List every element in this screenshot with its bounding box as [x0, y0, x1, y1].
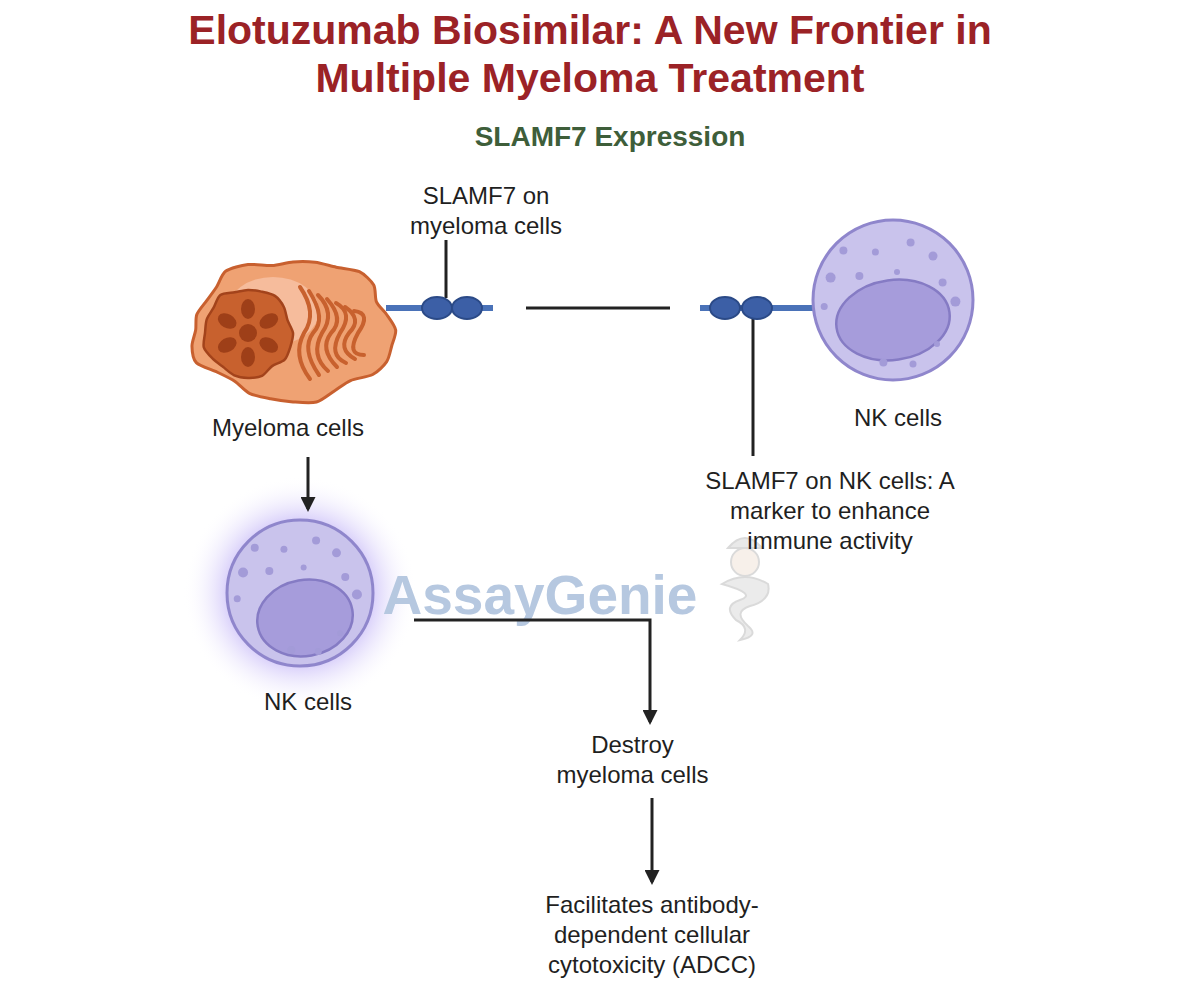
endoplasmic-reticulum: [299, 287, 310, 379]
granule: [950, 297, 960, 307]
granule: [337, 630, 343, 636]
node-label: Facilitates antibody-dependent cellular …: [532, 890, 772, 980]
callout-label: SLAMF7 on NK cells: A marker to enhance …: [695, 466, 965, 556]
process-step: Facilitates antibody-dependent cellular …: [532, 890, 772, 980]
cell-node: NK cells: [222, 515, 392, 719]
granule: [265, 567, 273, 575]
granule: [879, 358, 887, 366]
section-heading: SLAMF7 Expression: [300, 118, 920, 156]
watermark: AssayGenie: [370, 562, 710, 628]
node-label: NK cells: [228, 687, 388, 717]
granule: [251, 544, 259, 552]
granule: [939, 278, 947, 286]
leader-line: [445, 240, 448, 298]
granule: [280, 546, 287, 553]
granule: [929, 252, 938, 261]
granule: [238, 568, 248, 578]
slamf7-receptor: [710, 297, 740, 319]
cell-glow: [183, 476, 417, 710]
chromatin: [215, 310, 239, 332]
cell-node: NK cells: [700, 215, 980, 435]
chromatin: [241, 347, 255, 367]
chromatin: [241, 299, 255, 319]
granule: [287, 646, 295, 654]
granule: [826, 273, 836, 283]
cell-node: Myeloma cells: [188, 255, 498, 445]
nk-cell-body: [227, 520, 373, 666]
diagram-title: Elotuzumab Biosimilar: A New Frontier in…: [150, 6, 1030, 102]
granule: [312, 536, 320, 544]
endoplasmic-reticulum: [308, 291, 319, 375]
granule: [910, 361, 917, 368]
nk-nucleus: [831, 272, 955, 367]
granule: [934, 341, 940, 347]
granule: [907, 238, 915, 246]
endoplasmic-reticulum: [335, 303, 346, 363]
process-step: Destroy myeloma cells: [550, 730, 715, 790]
chromatin: [257, 334, 281, 356]
granule: [315, 648, 322, 655]
slamf7-receptor: [452, 297, 482, 319]
myeloma-nucleus: [204, 290, 294, 378]
mascot-body: [722, 577, 769, 640]
node-label: Destroy myeloma cells: [550, 730, 715, 790]
granule: [855, 272, 863, 280]
granule: [894, 269, 900, 275]
endoplasmic-reticulum: [317, 295, 328, 371]
chromatin: [239, 324, 257, 342]
leader-line: [752, 318, 755, 456]
cell-illustration: [700, 215, 980, 435]
granule: [821, 303, 828, 310]
flow-arrow: [651, 798, 654, 882]
chromatin: [215, 334, 239, 356]
granule: [872, 249, 879, 256]
granule: [839, 246, 847, 254]
chromatin: [257, 310, 281, 332]
endoplasmic-reticulum: [353, 311, 364, 355]
slamf7-receptor: [422, 297, 452, 319]
slamf7-receptor: [742, 297, 772, 319]
myeloma-cell-body: [192, 262, 396, 403]
nk-cell-body: [813, 220, 973, 380]
granule: [341, 573, 349, 581]
granule: [332, 548, 341, 557]
callout-label: SLAMF7 on myeloma cells: [406, 181, 566, 241]
granule: [234, 595, 241, 602]
flow-arrow: [414, 620, 650, 722]
binding-line: [526, 307, 670, 310]
granule: [352, 589, 362, 599]
granule: [301, 564, 307, 570]
nk-nucleus: [251, 572, 359, 664]
node-label: Myeloma cells: [188, 413, 388, 443]
node-label: NK cells: [818, 403, 978, 433]
